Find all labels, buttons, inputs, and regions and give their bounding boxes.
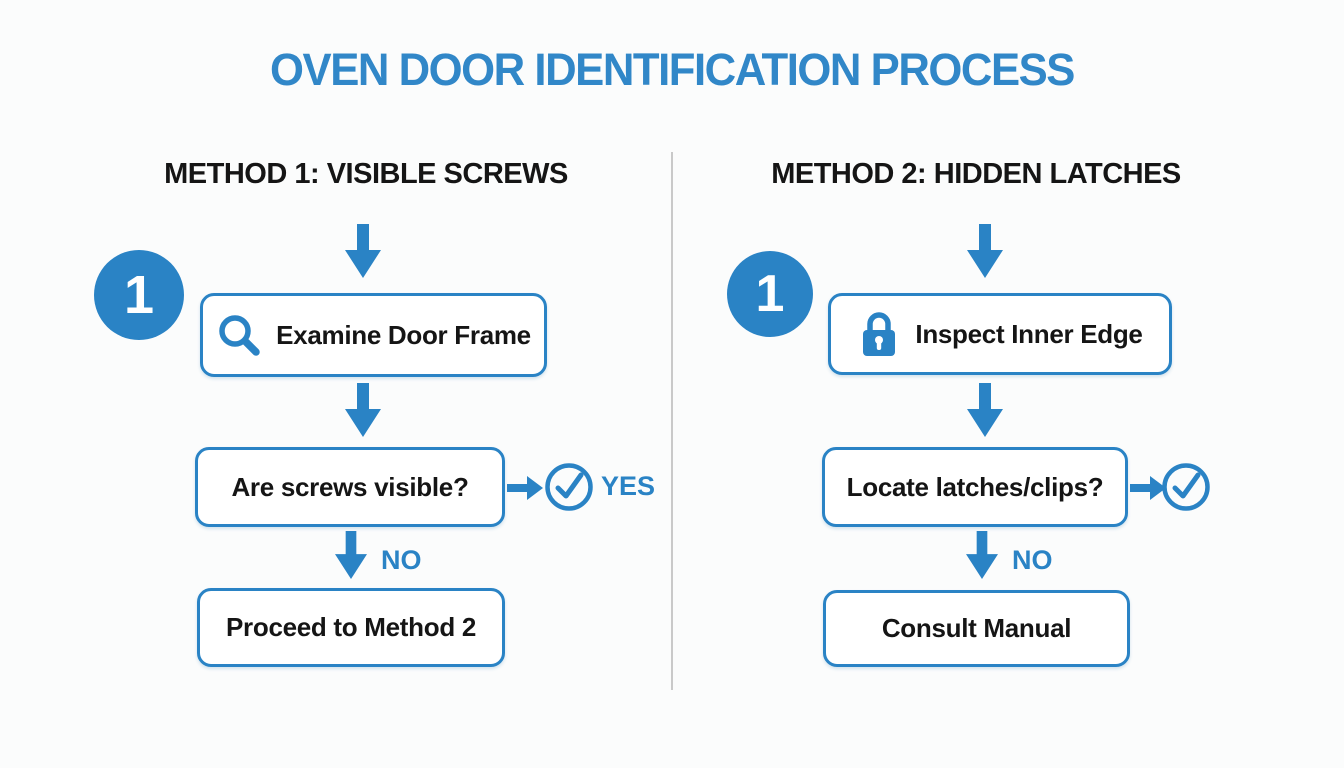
outcome-label: Proceed to Method 2 — [226, 612, 476, 642]
step-label: Inspect Inner Edge — [915, 318, 1143, 349]
arrow-down-icon — [967, 224, 1003, 278]
outcome-label: Consult Manual — [881, 613, 1072, 643]
decision-label: Are screws visible? — [231, 471, 469, 502]
badge-number: 1 — [755, 265, 785, 323]
decision-label: Locate latches/clips? — [846, 471, 1104, 502]
method2-step-badge: 1 — [727, 251, 813, 337]
no-label: NO — [381, 545, 422, 575]
no-label: NO — [1012, 545, 1053, 575]
search-icon — [219, 315, 260, 356]
check-circle-icon — [1162, 463, 1210, 511]
method2-step1-box: Inspect Inner Edge — [828, 293, 1172, 375]
badge-number: 1 — [123, 265, 155, 325]
method1-step1-box: Examine Door Frame — [200, 293, 547, 377]
arrow-down-icon — [966, 531, 998, 579]
arrow-down-icon — [967, 383, 1003, 437]
method2-decision-box: Locate latches/clips? — [822, 447, 1128, 527]
lock-icon — [863, 312, 896, 356]
arrow-down-icon — [335, 531, 367, 579]
column-divider — [671, 152, 673, 690]
method1-heading: METHOD 1: VISIBLE SCREWS — [164, 158, 568, 190]
arrow-right-icon — [1130, 476, 1166, 500]
yes-label: YES — [601, 471, 656, 501]
page-title: OVEN DOOR IDENTIFICATION PROCESS — [270, 44, 1075, 95]
arrow-right-icon — [507, 476, 543, 500]
arrow-down-icon — [345, 383, 381, 437]
method2-heading: METHOD 2: HIDDEN LATCHES — [771, 158, 1181, 190]
method2-outcome-box: Consult Manual — [823, 590, 1130, 667]
check-circle-icon — [545, 463, 593, 511]
arrow-down-icon — [345, 224, 381, 278]
method1-outcome-box: Proceed to Method 2 — [197, 588, 505, 667]
step-label: Examine Door Frame — [276, 319, 531, 350]
method1-step-badge: 1 — [94, 250, 184, 340]
method1-decision-box: Are screws visible? — [195, 447, 505, 527]
